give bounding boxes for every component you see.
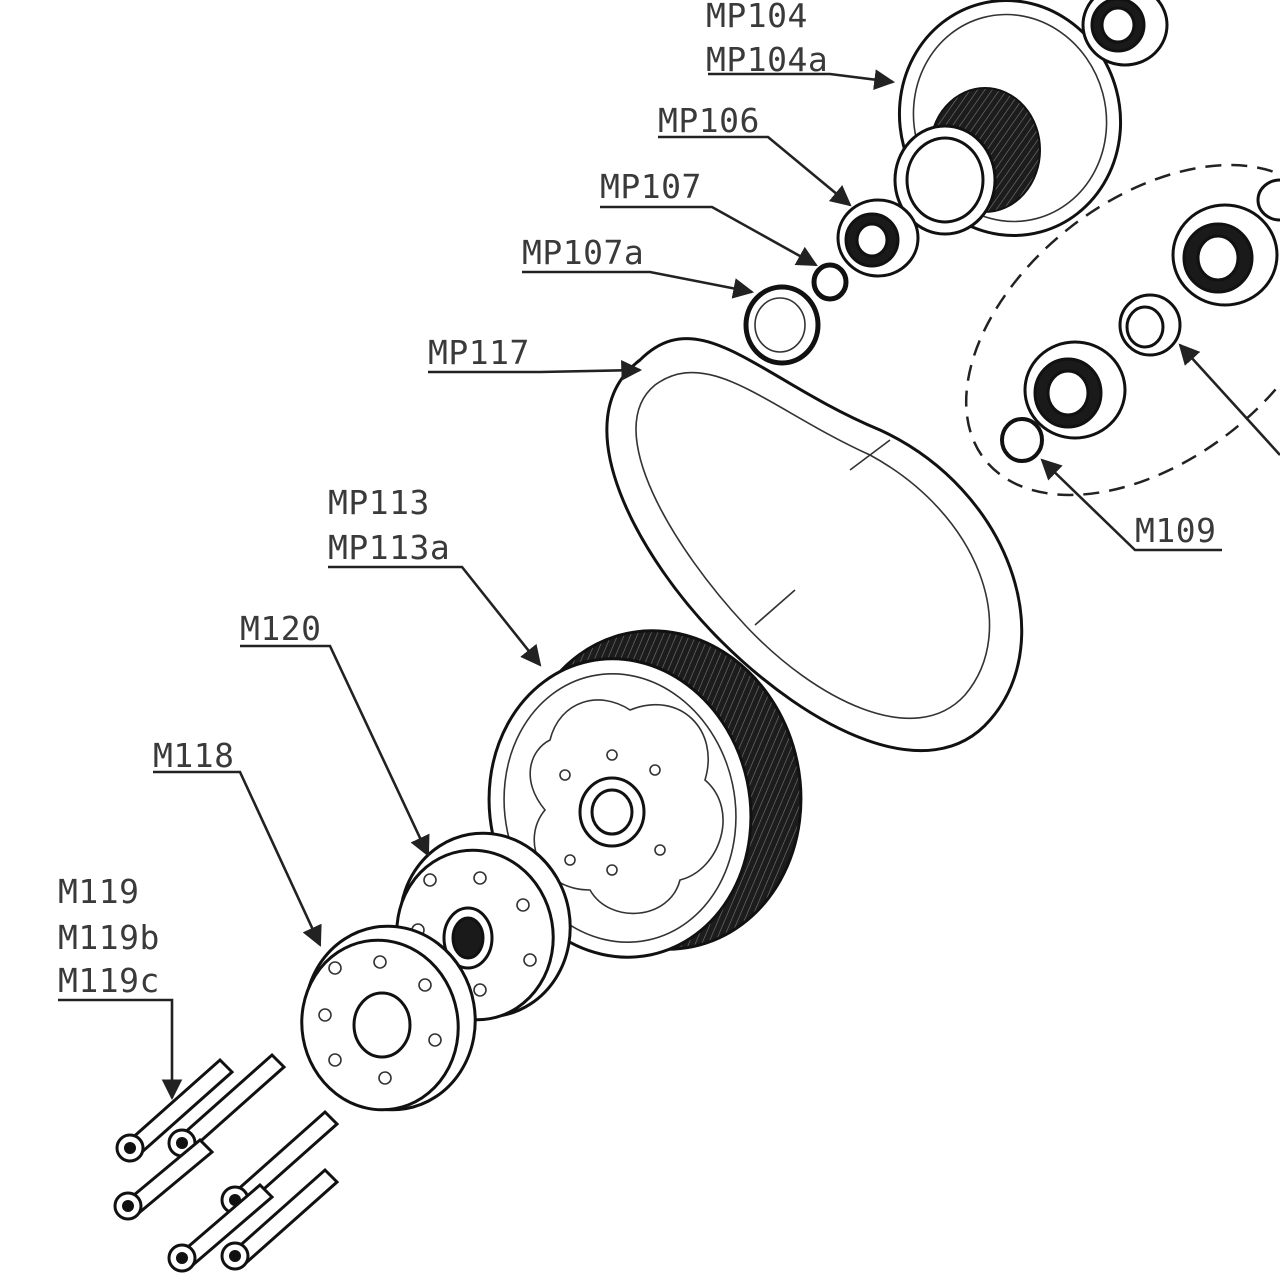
ring-mp107a [743, 284, 821, 366]
bolt [115, 1057, 235, 1163]
pulley-mp113 [487, 629, 803, 959]
label-m119c: M119c [58, 961, 160, 1000]
flange-m118 [300, 924, 477, 1112]
bolts-m119 [113, 1052, 340, 1273]
bolt [220, 1167, 340, 1271]
label-mp107a: MP107a [522, 233, 645, 272]
label-mp113a: MP113a [328, 528, 451, 567]
ring-m109 [1000, 417, 1044, 463]
label-mp117: MP117 [428, 333, 530, 372]
label-mp107: MP107 [600, 167, 702, 206]
label-mp106: MP106 [658, 101, 760, 140]
label-m109: M109 [1135, 511, 1217, 550]
label-mp104: MP104 [706, 0, 808, 35]
bearing-detail-right [1171, 203, 1279, 307]
label-m119: M119 [58, 872, 140, 911]
bearing-detail-large [1023, 340, 1127, 440]
belt-mp117 [605, 337, 1024, 753]
label-m120: M120 [240, 609, 322, 648]
part-edge-right [1256, 178, 1280, 222]
label-m119b: M119b [58, 918, 160, 957]
circlip-mp107 [811, 262, 849, 302]
bearing-top-right [1081, 0, 1169, 67]
pulley-mp104 [893, 0, 1123, 237]
detail-region-outline [964, 163, 1280, 497]
spacer-detail [1118, 293, 1182, 357]
bolt [167, 1052, 287, 1158]
bearing-mp106 [836, 198, 920, 278]
label-mp113: MP113 [328, 483, 430, 522]
label-m118: M118 [153, 736, 235, 775]
bolt [113, 1137, 215, 1221]
leader-lines [58, 69, 1280, 1101]
label-mp104a: MP104a [706, 40, 829, 79]
bolt [167, 1182, 275, 1273]
